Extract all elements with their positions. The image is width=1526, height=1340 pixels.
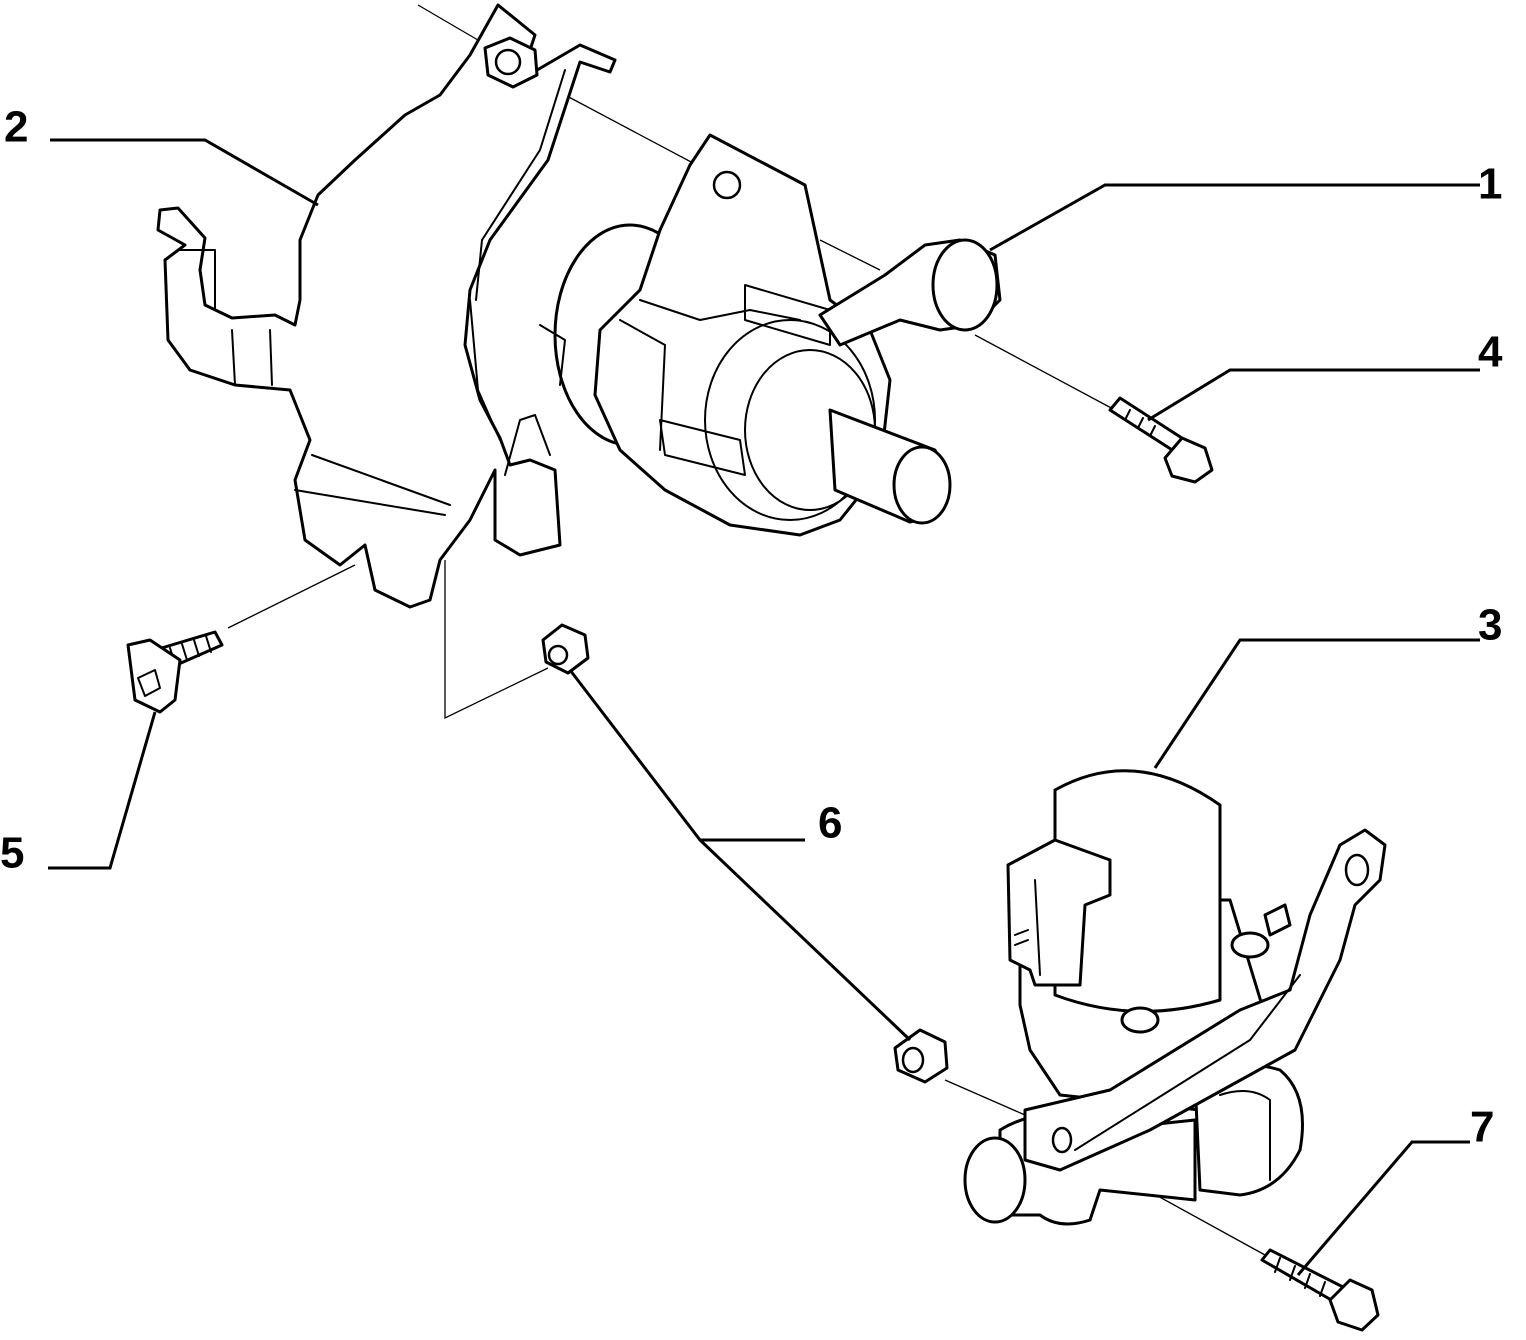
part-4-screw bbox=[1108, 396, 1214, 484]
callout-4: 4 bbox=[1478, 328, 1503, 377]
callout-1: 1 bbox=[1478, 160, 1502, 209]
part-6-nut bbox=[541, 623, 949, 1084]
part-3-valve bbox=[963, 769, 1387, 1226]
leader-6 bbox=[568, 669, 805, 842]
callout-labels: 1 2 3 4 5 6 7 bbox=[0, 103, 1503, 1152]
callout-6: 6 bbox=[818, 799, 842, 848]
leader-4 bbox=[1147, 368, 1480, 422]
part-2-bracket bbox=[156, 3, 617, 609]
callout-7: 7 bbox=[1470, 1103, 1494, 1152]
leader-1 bbox=[989, 183, 1480, 252]
callout-leaders bbox=[48, 138, 1480, 1276]
part-1-water-pump bbox=[539, 133, 1002, 537]
leader-6b bbox=[698, 838, 912, 1042]
callout-3: 3 bbox=[1478, 601, 1502, 650]
leader-5 bbox=[48, 711, 157, 870]
part-5-clip-screw bbox=[126, 630, 224, 714]
part-7-screw bbox=[1260, 1248, 1380, 1332]
leader-2 bbox=[50, 138, 319, 207]
leader-7 bbox=[1296, 1140, 1470, 1276]
callout-5: 5 bbox=[0, 829, 24, 878]
callout-2: 2 bbox=[4, 103, 28, 152]
leader-3 bbox=[1153, 638, 1480, 769]
